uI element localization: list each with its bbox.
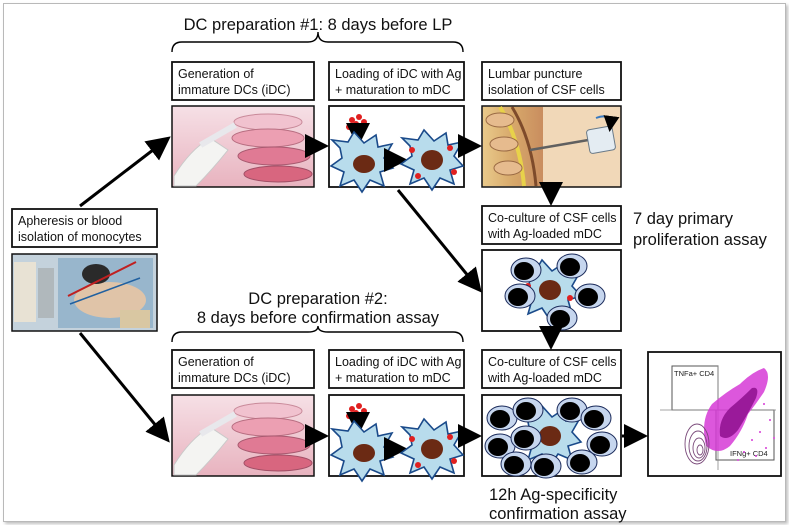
primary-assay-line1: 7 day primary: [633, 210, 734, 228]
coculture1-mature-dc: [518, 259, 582, 321]
mature-dc-1: [400, 129, 464, 191]
load2-label-line2: + maturation to mDC: [335, 371, 451, 385]
apheresis-label-line1: Apheresis or blood: [18, 214, 122, 228]
coculture2-label-line1: Co-culture of CSF cells: [488, 355, 617, 369]
facs-scatter-dots: [737, 403, 775, 461]
load1-to-coculture1-arrow: [396, 189, 482, 293]
facs-plot: TNFa+ CD4 IFNg+ CD4: [647, 351, 782, 477]
apheresis-label-line2: isolation of monocytes: [18, 230, 142, 244]
gen1-photo: [171, 105, 315, 188]
coculture1-label-line2: with Ag-loaded mDC: [487, 227, 602, 241]
prep2-heading-line1: DC preparation #2:: [248, 290, 387, 308]
prep1-brace: [171, 31, 464, 53]
coculture2-step: Co-culture of CSF cells with Ag-loaded m…: [481, 349, 622, 479]
gen1-label-line1: Generation of: [178, 67, 254, 81]
apheresis-to-gen1-arrow: [79, 136, 171, 208]
apheresis-photo: [11, 253, 158, 332]
immature-dc-1: [330, 131, 394, 193]
confirm-assay-line2: confirmation assay: [489, 505, 627, 523]
gen2-label-line2: immature DCs (iDC): [178, 371, 291, 385]
coculture1-label-line1: Co-culture of CSF cells: [488, 211, 617, 225]
lumbar-label-line1: Lumbar puncture: [488, 67, 583, 81]
load2-step: Loading of iDC with Ag + maturation to m…: [328, 349, 465, 482]
lumbar-puncture-illustration: [481, 105, 622, 188]
load1-step: Loading of iDC with Ag + maturation to m…: [328, 61, 465, 193]
gen2-photo: [171, 394, 315, 477]
coculture1-step: Co-culture of CSF cells with Ag-loaded m…: [481, 205, 622, 332]
facs-contours-negative: [684, 423, 710, 465]
gen2-step: Generation of immature DCs (iDC): [171, 349, 315, 477]
apheresis-to-gen2-arrow: [78, 332, 170, 443]
coculture2-label-line2: with Ag-loaded mDC: [487, 371, 602, 385]
gen2-label-line1: Generation of: [178, 355, 254, 369]
prep2-heading-line2: 8 days before confirmation assay: [197, 309, 440, 327]
apheresis-step: Apheresis or blood isolation of monocyte…: [11, 208, 158, 332]
gen1-label-line2: immature DCs (iDC): [178, 83, 291, 97]
primary-assay-line2: proliferation assay: [633, 231, 768, 249]
load1-label-line2: + maturation to mDC: [335, 83, 451, 97]
lumbar-step: Lumbar puncture isolation of CSF cells: [481, 61, 622, 188]
facs-gate-top-label: TNFa+ CD4: [674, 369, 714, 378]
load2-label-line1: Loading of iDC with Ag: [335, 355, 462, 369]
load1-label-line1: Loading of iDC with Ag: [335, 67, 462, 81]
facs-gate-bottom-label: IFNg+ CD4: [730, 449, 768, 458]
immature-dc-2: [330, 420, 394, 482]
mature-dc-2: [400, 418, 464, 480]
gen1-step: Generation of immature DCs (iDC): [171, 61, 315, 188]
prep2-brace: [171, 325, 464, 343]
prep1-heading: DC preparation #1: 8 days before LP: [184, 16, 453, 34]
lumbar-label-line2: isolation of CSF cells: [488, 83, 605, 97]
confirm-assay-line1: 12h Ag-specificity: [489, 486, 618, 504]
coculture2-mature-dc: [518, 405, 582, 467]
